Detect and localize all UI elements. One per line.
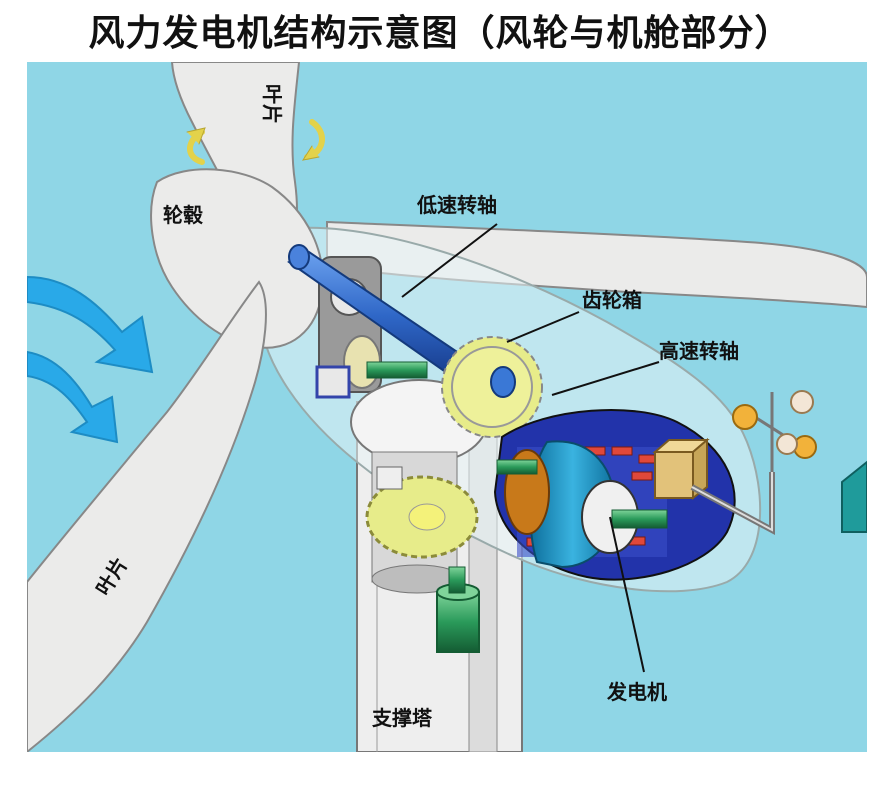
label-generator: 发电机 bbox=[606, 680, 667, 704]
brake-shaft bbox=[366, 361, 428, 379]
label-low-speed-shaft: 低速转轴 bbox=[416, 193, 497, 217]
leader-lines bbox=[401, 223, 660, 673]
yaw-gear bbox=[365, 451, 479, 594]
diagram-title: 风力发电机结构示意图（风轮与机舱部分） bbox=[88, 13, 792, 54]
label-blade-top: 叶片 bbox=[260, 84, 284, 124]
label-hub: 轮毂 bbox=[163, 203, 203, 227]
nacelle-tail bbox=[841, 460, 867, 533]
hub bbox=[150, 168, 324, 349]
gearbox bbox=[441, 336, 543, 438]
generator bbox=[493, 409, 736, 581]
wind-arrow-icon bbox=[27, 275, 154, 444]
label-tower: 支撑塔 bbox=[372, 706, 433, 730]
anemometer-icon bbox=[690, 390, 817, 536]
blade-bottom bbox=[27, 280, 267, 752]
label-high-speed-shaft: 高速转轴 bbox=[659, 339, 739, 363]
yaw-motor bbox=[436, 566, 480, 653]
controller-box bbox=[652, 437, 710, 501]
coupling-block bbox=[315, 365, 351, 399]
turbine-diagram: 叶片 轮毂 低速转轴 齿轮箱 高速转轴 叶片 发电机 支撑塔 bbox=[27, 62, 867, 752]
rotation-arrow-icon bbox=[186, 119, 325, 165]
label-gearbox: 齿轮箱 bbox=[582, 288, 642, 312]
